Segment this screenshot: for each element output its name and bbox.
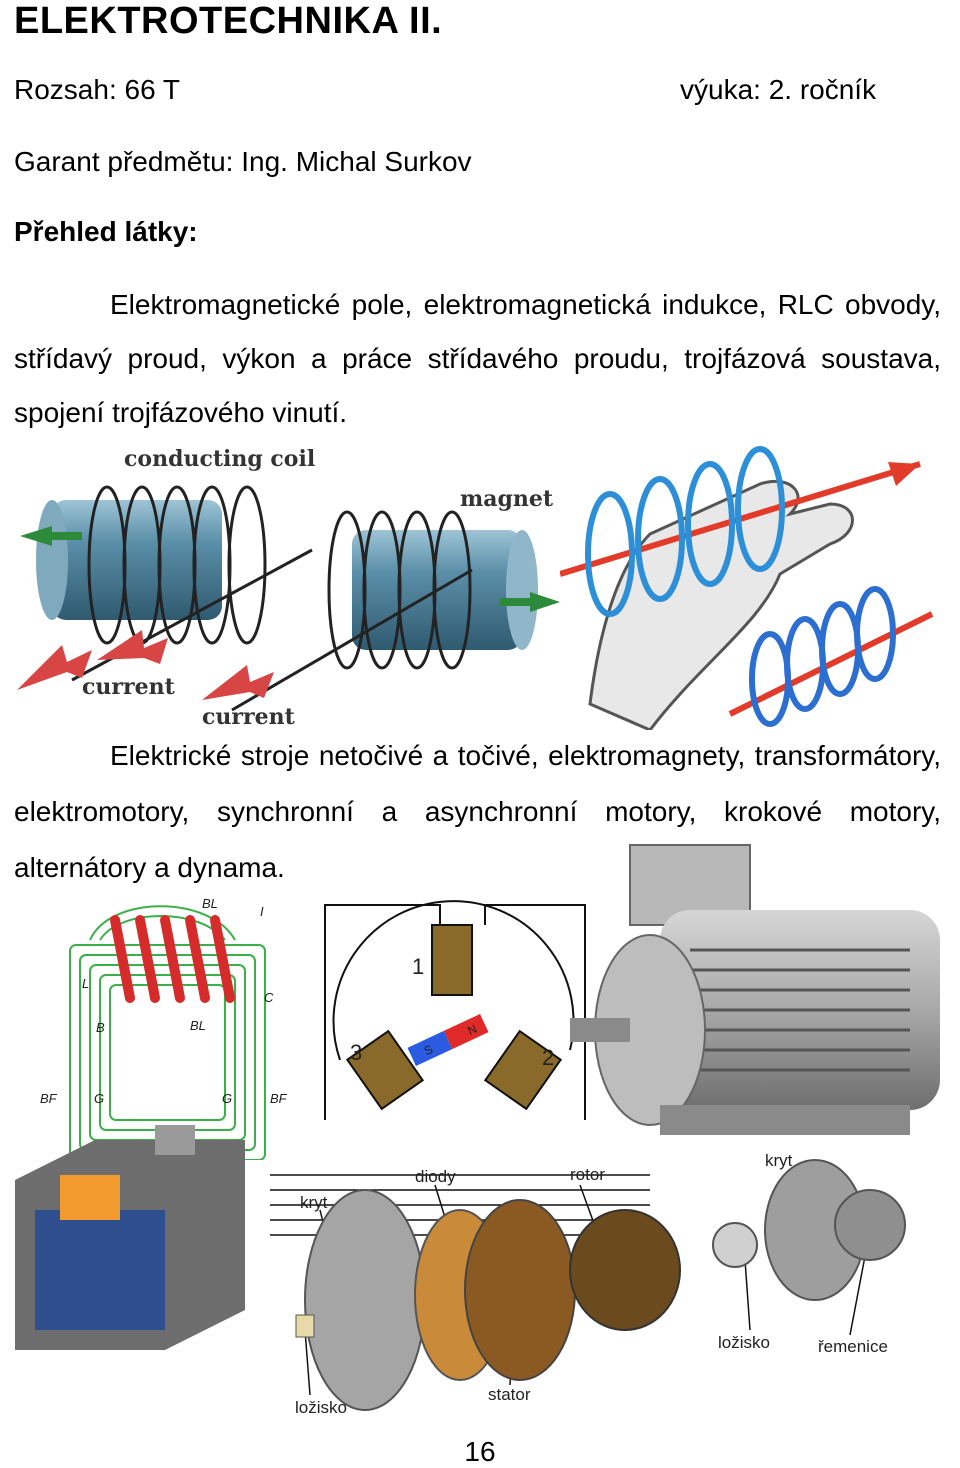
field-loops-upper bbox=[585, 446, 785, 617]
label-current-right: current bbox=[202, 704, 296, 730]
coil-1 bbox=[431, 924, 473, 996]
rotor-magnet: S N bbox=[407, 1014, 489, 1066]
label-g-left: G bbox=[94, 1091, 104, 1106]
label-lozisko-left: ložisko bbox=[295, 1398, 347, 1417]
alternator-exploded-figure: diody rotor kryt kryt ložisko řemenice s… bbox=[270, 1151, 906, 1417]
electric-motor-figure bbox=[570, 844, 940, 1135]
field-loops-lower bbox=[749, 586, 896, 727]
rozsah-text: Rozsah: 66 T bbox=[14, 74, 181, 105]
paragraph-fields: Elektromagnetické pole, elektromagnetick… bbox=[14, 289, 941, 428]
label-diody: diody bbox=[415, 1167, 456, 1186]
label-bl-top: BL bbox=[202, 896, 218, 911]
magnet-right-shape bbox=[352, 530, 538, 650]
rotor-body bbox=[569, 1209, 681, 1331]
label-stator: stator bbox=[488, 1385, 531, 1404]
vyuka-text: výuka: 2. ročník bbox=[680, 74, 877, 105]
field-vector-lower bbox=[728, 611, 934, 717]
paragraph-machines: Elektrické stroje netočivé a točivé, ele… bbox=[14, 740, 941, 883]
label-bf-right: BF bbox=[270, 1091, 288, 1106]
motor-shaft bbox=[570, 1018, 630, 1042]
stepper-motor-figure: S N 1 3 2 bbox=[324, 900, 586, 1120]
coil-windings bbox=[71, 485, 473, 712]
front-cover bbox=[304, 1189, 426, 1411]
label-kryt-left: kryt bbox=[300, 1193, 328, 1212]
label-current-left: current bbox=[82, 674, 176, 700]
current-arrow-2 bbox=[97, 630, 168, 664]
field-vector-upper-head bbox=[888, 462, 920, 486]
right-hand-rule-figure bbox=[560, 446, 934, 730]
coil-magnet-figure: conducting coil magnet current current bbox=[17, 446, 560, 730]
label-conducting-coil: conducting coil bbox=[124, 446, 315, 472]
page-number: 16 bbox=[464, 1436, 496, 1467]
label-kryt-right: kryt bbox=[765, 1151, 793, 1170]
label-rotor: rotor bbox=[570, 1165, 605, 1184]
bearing-right bbox=[712, 1222, 758, 1268]
section-heading: Přehled látky: bbox=[14, 216, 198, 247]
document-title: ELEKTROTECHNIKA II. bbox=[14, 0, 443, 42]
coil-2 bbox=[483, 1029, 563, 1111]
label-i: I bbox=[260, 904, 264, 919]
pulley bbox=[834, 1189, 906, 1261]
label-g-right: G bbox=[222, 1091, 232, 1106]
current-arrow-1 bbox=[17, 645, 92, 690]
label-bf-left: BF bbox=[40, 1091, 58, 1106]
field-arrow-left bbox=[20, 526, 82, 546]
garant-text: Garant předmětu: Ing. Michal Surkov bbox=[14, 146, 472, 177]
label-magnet: magnet bbox=[460, 486, 554, 512]
terminal-block bbox=[60, 1175, 120, 1220]
label-c: C bbox=[264, 990, 274, 1005]
label-bl-mid: BL bbox=[190, 1018, 206, 1033]
terminal-tabs bbox=[155, 1125, 195, 1155]
transformer-field-figure: BL I L C B BL BF G G BF bbox=[40, 896, 288, 1160]
label-lozisko-right: ložisko bbox=[718, 1333, 770, 1352]
stator-ring bbox=[464, 1199, 576, 1381]
current-arrow-3 bbox=[202, 665, 274, 700]
coil-3 bbox=[345, 1029, 425, 1111]
label-remenice: řemenice bbox=[818, 1337, 888, 1356]
label-coil-2: 2 bbox=[542, 1045, 554, 1070]
label-coil-3: 3 bbox=[350, 1040, 362, 1065]
label-b: B bbox=[96, 1020, 105, 1035]
cooling-fins bbox=[690, 948, 910, 1072]
bearing-left bbox=[295, 1314, 315, 1338]
label-l: L bbox=[82, 976, 89, 991]
motor-feet bbox=[660, 1105, 910, 1135]
winding-rods bbox=[110, 915, 235, 1003]
label-coil-1: 1 bbox=[412, 954, 424, 979]
field-arrow-right bbox=[500, 592, 560, 612]
stepper-wires bbox=[324, 900, 586, 1120]
transformer-coil bbox=[35, 1210, 165, 1330]
transformer-photo-figure bbox=[15, 1125, 245, 1350]
